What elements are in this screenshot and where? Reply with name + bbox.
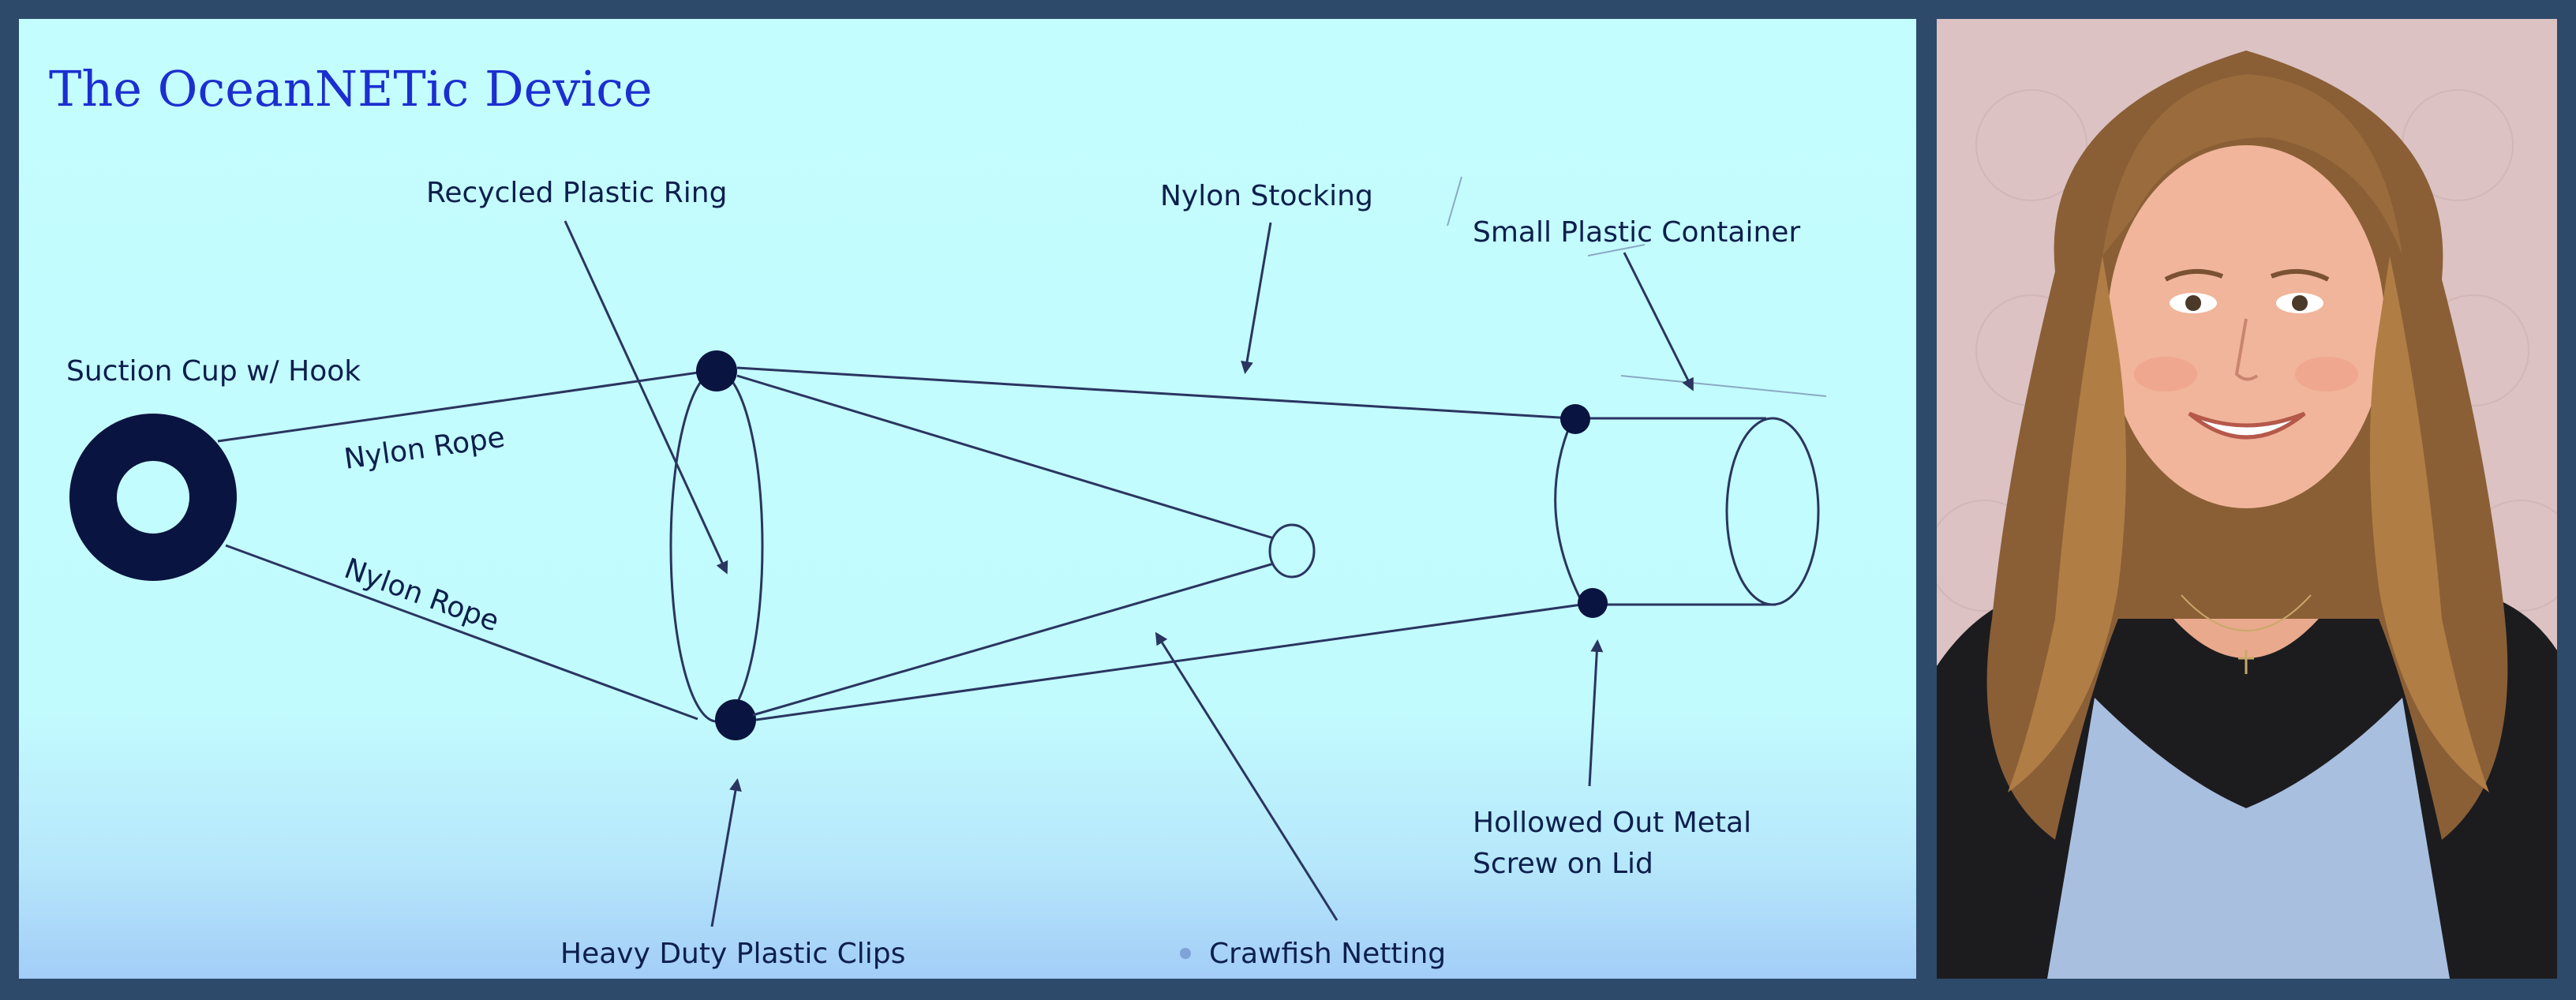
metal-lid-point-bottom bbox=[1578, 588, 1608, 618]
recycled-plastic-ring bbox=[669, 369, 764, 723]
portrait-photo bbox=[1937, 19, 2557, 979]
metal-lid-point-top bbox=[1560, 404, 1590, 434]
slide-title: The OceanNETic Device bbox=[49, 60, 653, 118]
label-nylon-rope-upper: Nylon Rope bbox=[343, 421, 507, 476]
label-heavy-duty-clips: Heavy Duty Plastic Clips bbox=[560, 938, 905, 970]
nylon-stocking-lower-line bbox=[755, 603, 1582, 721]
heavy-duty-clip-bottom bbox=[715, 699, 756, 740]
heavy-duty-clip-top bbox=[696, 350, 737, 391]
label-suction-cup: Suction Cup w/ Hook bbox=[66, 355, 361, 388]
arrow-recycled-plastic-ring bbox=[564, 220, 728, 575]
netting-cone-lower-line bbox=[752, 562, 1275, 717]
label-hollowed-out-line1: Hollowed Out Metal bbox=[1473, 807, 1751, 839]
nylon-rope-upper-line bbox=[217, 370, 705, 443]
stray-mark bbox=[1587, 244, 1646, 257]
suction-cup-icon bbox=[69, 414, 237, 581]
diagram-canvas: The OceanNETic Device bbox=[49, 60, 1827, 970]
container-left-arc bbox=[1554, 419, 1583, 602]
netting-cone-tip bbox=[1268, 523, 1316, 579]
arrow-small-plastic-container bbox=[1623, 252, 1694, 391]
bullet-dot bbox=[1180, 948, 1191, 959]
stray-mark bbox=[1620, 375, 1827, 397]
netting-cone-upper-line bbox=[736, 374, 1275, 540]
arrow-nylon-stocking bbox=[1241, 222, 1272, 374]
nylon-rope-lower-line bbox=[225, 544, 698, 721]
label-small-plastic-container: Small Plastic Container bbox=[1473, 216, 1800, 249]
stray-mark bbox=[1447, 176, 1462, 227]
label-hollowed-out-line2: Screw on Lid bbox=[1473, 848, 1653, 880]
diagram-slide: The OceanNETic Device bbox=[19, 19, 1916, 979]
portrait-illustration bbox=[1937, 19, 2557, 979]
container-end-ellipse bbox=[1725, 417, 1820, 606]
nylon-stocking-upper-line bbox=[736, 366, 1573, 420]
label-crawfish-netting: Crawfish Netting bbox=[1209, 938, 1446, 970]
arrow-crawfish-netting bbox=[1155, 631, 1339, 921]
label-recycled-plastic-ring: Recycled Plastic Ring bbox=[426, 177, 727, 209]
arrow-heavy-duty-clips bbox=[710, 778, 742, 927]
label-nylon-stocking: Nylon Stocking bbox=[1160, 180, 1373, 212]
arrow-hollowed-out-lid bbox=[1588, 639, 1604, 787]
